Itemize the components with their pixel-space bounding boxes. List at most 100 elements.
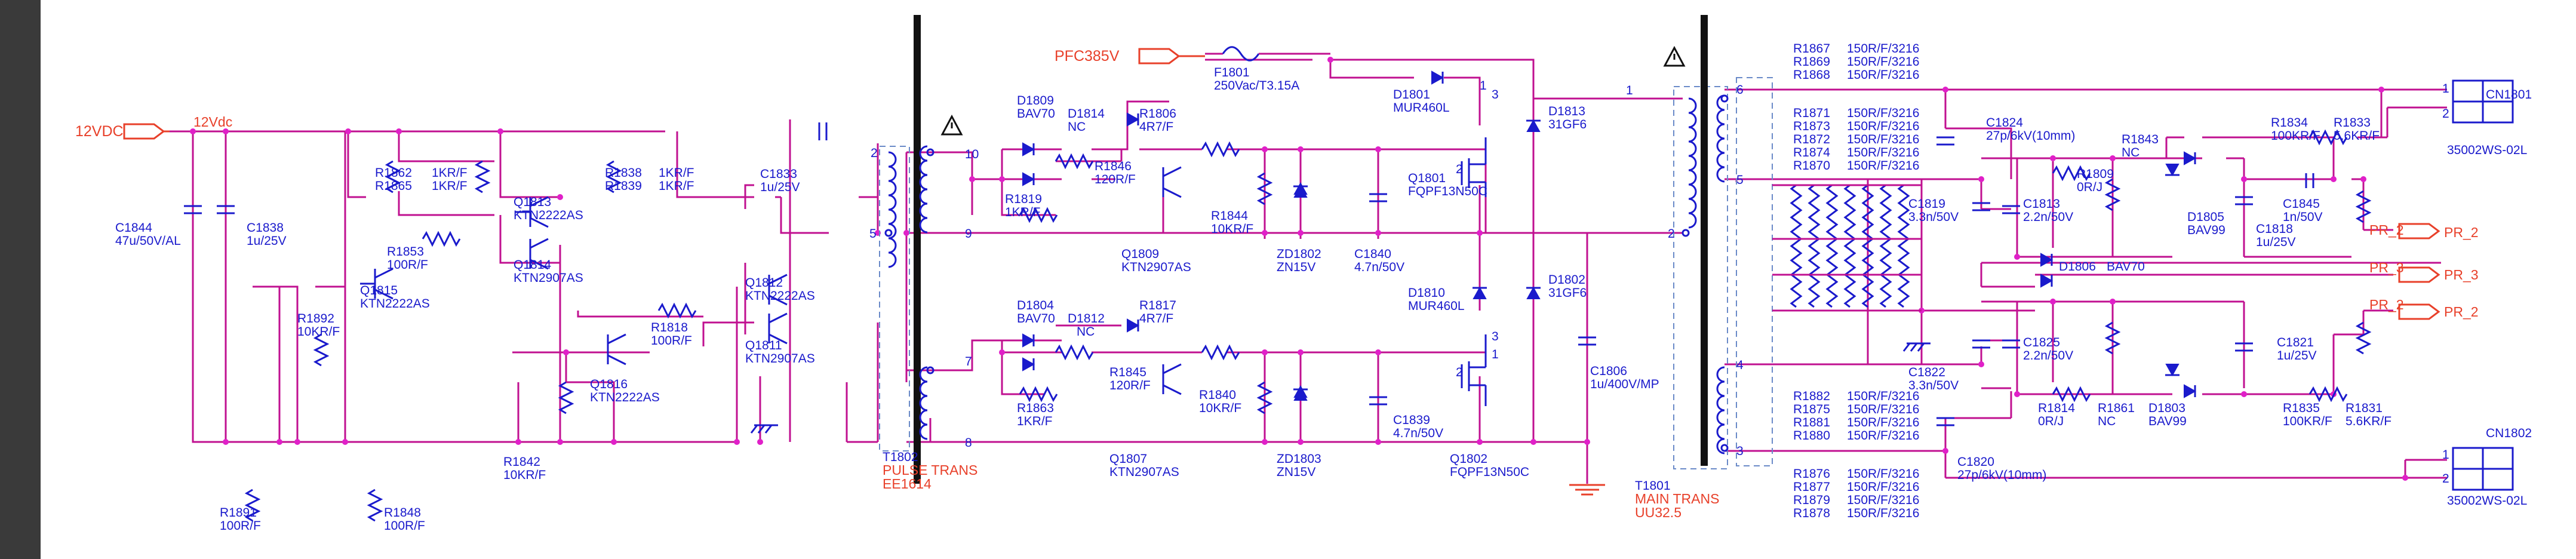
caps-c1819-ref-label: C1819 (1908, 197, 1945, 211)
res-r1817-ref-label: R1817 (1139, 299, 1176, 312)
diodes-d1804-val-label: BAV70 (1017, 312, 1055, 325)
pins-m5-label: 5 (1736, 173, 1744, 187)
res-r1861-val-label: NC (2098, 414, 2116, 428)
res-r1833-val-label: 5.6KR/F (2334, 129, 2380, 143)
resbank-top_b-2-ref-label: R1872 (1793, 133, 1830, 146)
caps-c1839-val-label: 4.7n/50V (1393, 426, 1443, 440)
res-r1891-val-label: 100R/F (220, 519, 261, 533)
res-r1838-val-label: 1KR/F (659, 166, 694, 180)
res-r1831-ref-label: R1831 (2346, 401, 2383, 415)
resbank-bot_b-0-ref-label: R1876 (1793, 467, 1830, 481)
pins-p2-label: 2 (871, 146, 878, 160)
main-trans-outline-left (1673, 86, 1728, 469)
pins-c4-label: 2 (2442, 472, 2449, 486)
cn1802-ref-label: CN1802 (2486, 426, 2532, 440)
trans-q1807-ref-label: Q1807 (1109, 452, 1147, 466)
caps-c1813-ref-label: C1813 (2023, 197, 2060, 211)
trans-q1811-ref-label: Q1811 (745, 339, 782, 352)
pins-q1-label: 1 (1480, 79, 1487, 93)
diodes-d1809-val-label: BAV70 (1017, 107, 1055, 121)
caps-c1845-ref-label: C1845 (2283, 197, 2320, 211)
caps-c1813-val-label: 2.2n/50V (2023, 210, 2073, 224)
pins-p8-label: 8 (965, 436, 972, 450)
res-r1891-ref-label: R1891 (220, 506, 257, 520)
pins-c1-label: 1 (2442, 82, 2449, 96)
warning-icon-main (1663, 45, 1686, 67)
res-r1818-val-label: 100R/F (651, 334, 692, 348)
res-r1839-val-label: 1KR/F (659, 179, 694, 193)
caps-c1825-ref-label: C1825 (2023, 336, 2060, 349)
res-r1865-val-label: 1KR/F (432, 179, 468, 193)
cn1801-val-label: 35002WS-02L (2447, 143, 2527, 157)
res-r1848-val-label: 100R/F (384, 519, 425, 533)
pins-m3-label: 3 (1736, 444, 1744, 458)
resbank-bot_a-0-ref-label: R1882 (1793, 389, 1830, 403)
resbank-top_a-0-val-label: 150R/F/3216 (1847, 42, 1919, 56)
diodes-d1812-val-label: NC (1077, 325, 1095, 339)
pins-q4-label: 1 (1492, 348, 1499, 361)
main-trans-outline-right (1736, 77, 1773, 466)
res-r1863-ref-label: R1863 (1017, 401, 1054, 415)
trans-q1811-val-label: KTN2907AS (745, 352, 815, 366)
res-r1814-val-label: 0R/J (2038, 414, 2064, 428)
diodes-d1814-val-label: NC (1068, 120, 1086, 134)
diodes-d1814-ref-label: D1814 (1068, 107, 1105, 121)
diodes-zd1803-val-label: ZN15V (1277, 465, 1315, 479)
resbank-top_b-0-val-label: 150R/F/3216 (1847, 106, 1919, 120)
diodes-zd1802-val-label: ZN15V (1277, 260, 1315, 274)
res-r1833-ref-label: R1833 (2334, 116, 2371, 130)
schematic-drawing: 12VDC 12Vdc PFC385V PR_2 PR_2 PR_3 PR_3 … (75, 15, 2532, 533)
caps-c1818-ref-label: C1818 (2256, 222, 2293, 236)
trans-q1802-val-label: FQPF13N50C (1450, 465, 1529, 479)
cn1801-ref-label: CN1801 (2486, 88, 2532, 102)
diodes-d1809-ref-label: D1809 (1017, 94, 1054, 108)
pulse-trans-windings (884, 145, 935, 440)
pins-m6-label: 6 (1736, 83, 1744, 97)
port-pr2-bot-flag: PR_2 (2444, 304, 2479, 320)
res-r1839-ref-label: R1839 (605, 179, 642, 193)
trans-q1813-ref-label: Q1813 (514, 195, 551, 209)
cn1802-connector[interactable] (2452, 447, 2514, 491)
resbank-top_b-2-val-label: 150R/F/3216 (1847, 133, 1919, 146)
caps-c1844-ref-label: C1844 (115, 221, 152, 235)
trans-q1814-ref-label: Q1814 (514, 258, 551, 272)
caps-c1822-val-label: 3.3n/50V (1908, 379, 1959, 392)
resbank-top_a-2-val-label: 150R/F/3216 (1847, 68, 1919, 82)
port-12vdc: 12VDC (75, 123, 124, 140)
net-12vdc: 12Vdc (193, 114, 232, 130)
res-r1853-val-label: 100R/F (387, 258, 428, 272)
resbank-bot_b-2-ref-label: R1879 (1793, 493, 1830, 507)
caps-c1818-val-label: 1u/25V (2256, 235, 2296, 249)
res-r1809-val-label: 0R/J (2077, 180, 2102, 194)
cn1801-connector[interactable] (2452, 79, 2514, 124)
t1802-ref-label: T1802 (883, 450, 918, 464)
fuse-val-label: 250Vac/T3.15A (1214, 79, 1299, 93)
t1801-name-label: MAIN TRANS (1635, 491, 1719, 506)
caps-c1840-val-label: 4.7n/50V (1354, 260, 1404, 274)
pins-p5-label: 5 (869, 227, 877, 241)
trans-q1801-val-label: FQPF13N50C (1408, 185, 1487, 198)
port-pr3-flag: PR_3 (2444, 267, 2479, 282)
resbank-top_b-1-val-label: 150R/F/3216 (1847, 119, 1919, 133)
diodes-d1805-val-label: BAV99 (2187, 223, 2225, 237)
res-r1844-ref-label: R1844 (1211, 209, 1248, 223)
transistor-symbols (360, 137, 1487, 406)
port-pr3: PR_3 (2369, 260, 2404, 275)
res-r1817-val-label: 4R7/F (1139, 312, 1173, 325)
res-r1892-ref-label: R1892 (297, 312, 334, 325)
res-r1848-ref-label: R1848 (384, 506, 421, 520)
res-r1865-ref-label: R1865 (375, 179, 412, 193)
pins-q3-label: 3 (1492, 88, 1499, 102)
diodes-d1804-ref-label: D1804 (1017, 299, 1054, 312)
resbank-bot_a-0-val-label: 150R/F/3216 (1847, 389, 1919, 403)
trans-q1816-ref-label: Q1816 (590, 377, 628, 391)
pins-p9-label: 9 (965, 227, 972, 241)
resbank-bot_b-3-val-label: 150R/F/3216 (1847, 506, 1919, 520)
resbank-bot_a-2-ref-label: R1881 (1793, 416, 1830, 429)
resbank-top_b-4-ref-label: R1870 (1793, 159, 1830, 173)
resbank-bot_a-3-val-label: 150R/F/3216 (1847, 429, 1919, 443)
caps-c1825-val-label: 2.2n/50V (2023, 349, 2073, 363)
pins-p10-label: 10 (965, 148, 979, 161)
res-r1842-val-label: 10KR/F (503, 468, 546, 482)
resbank-top_b-0-ref-label: R1871 (1793, 106, 1830, 120)
